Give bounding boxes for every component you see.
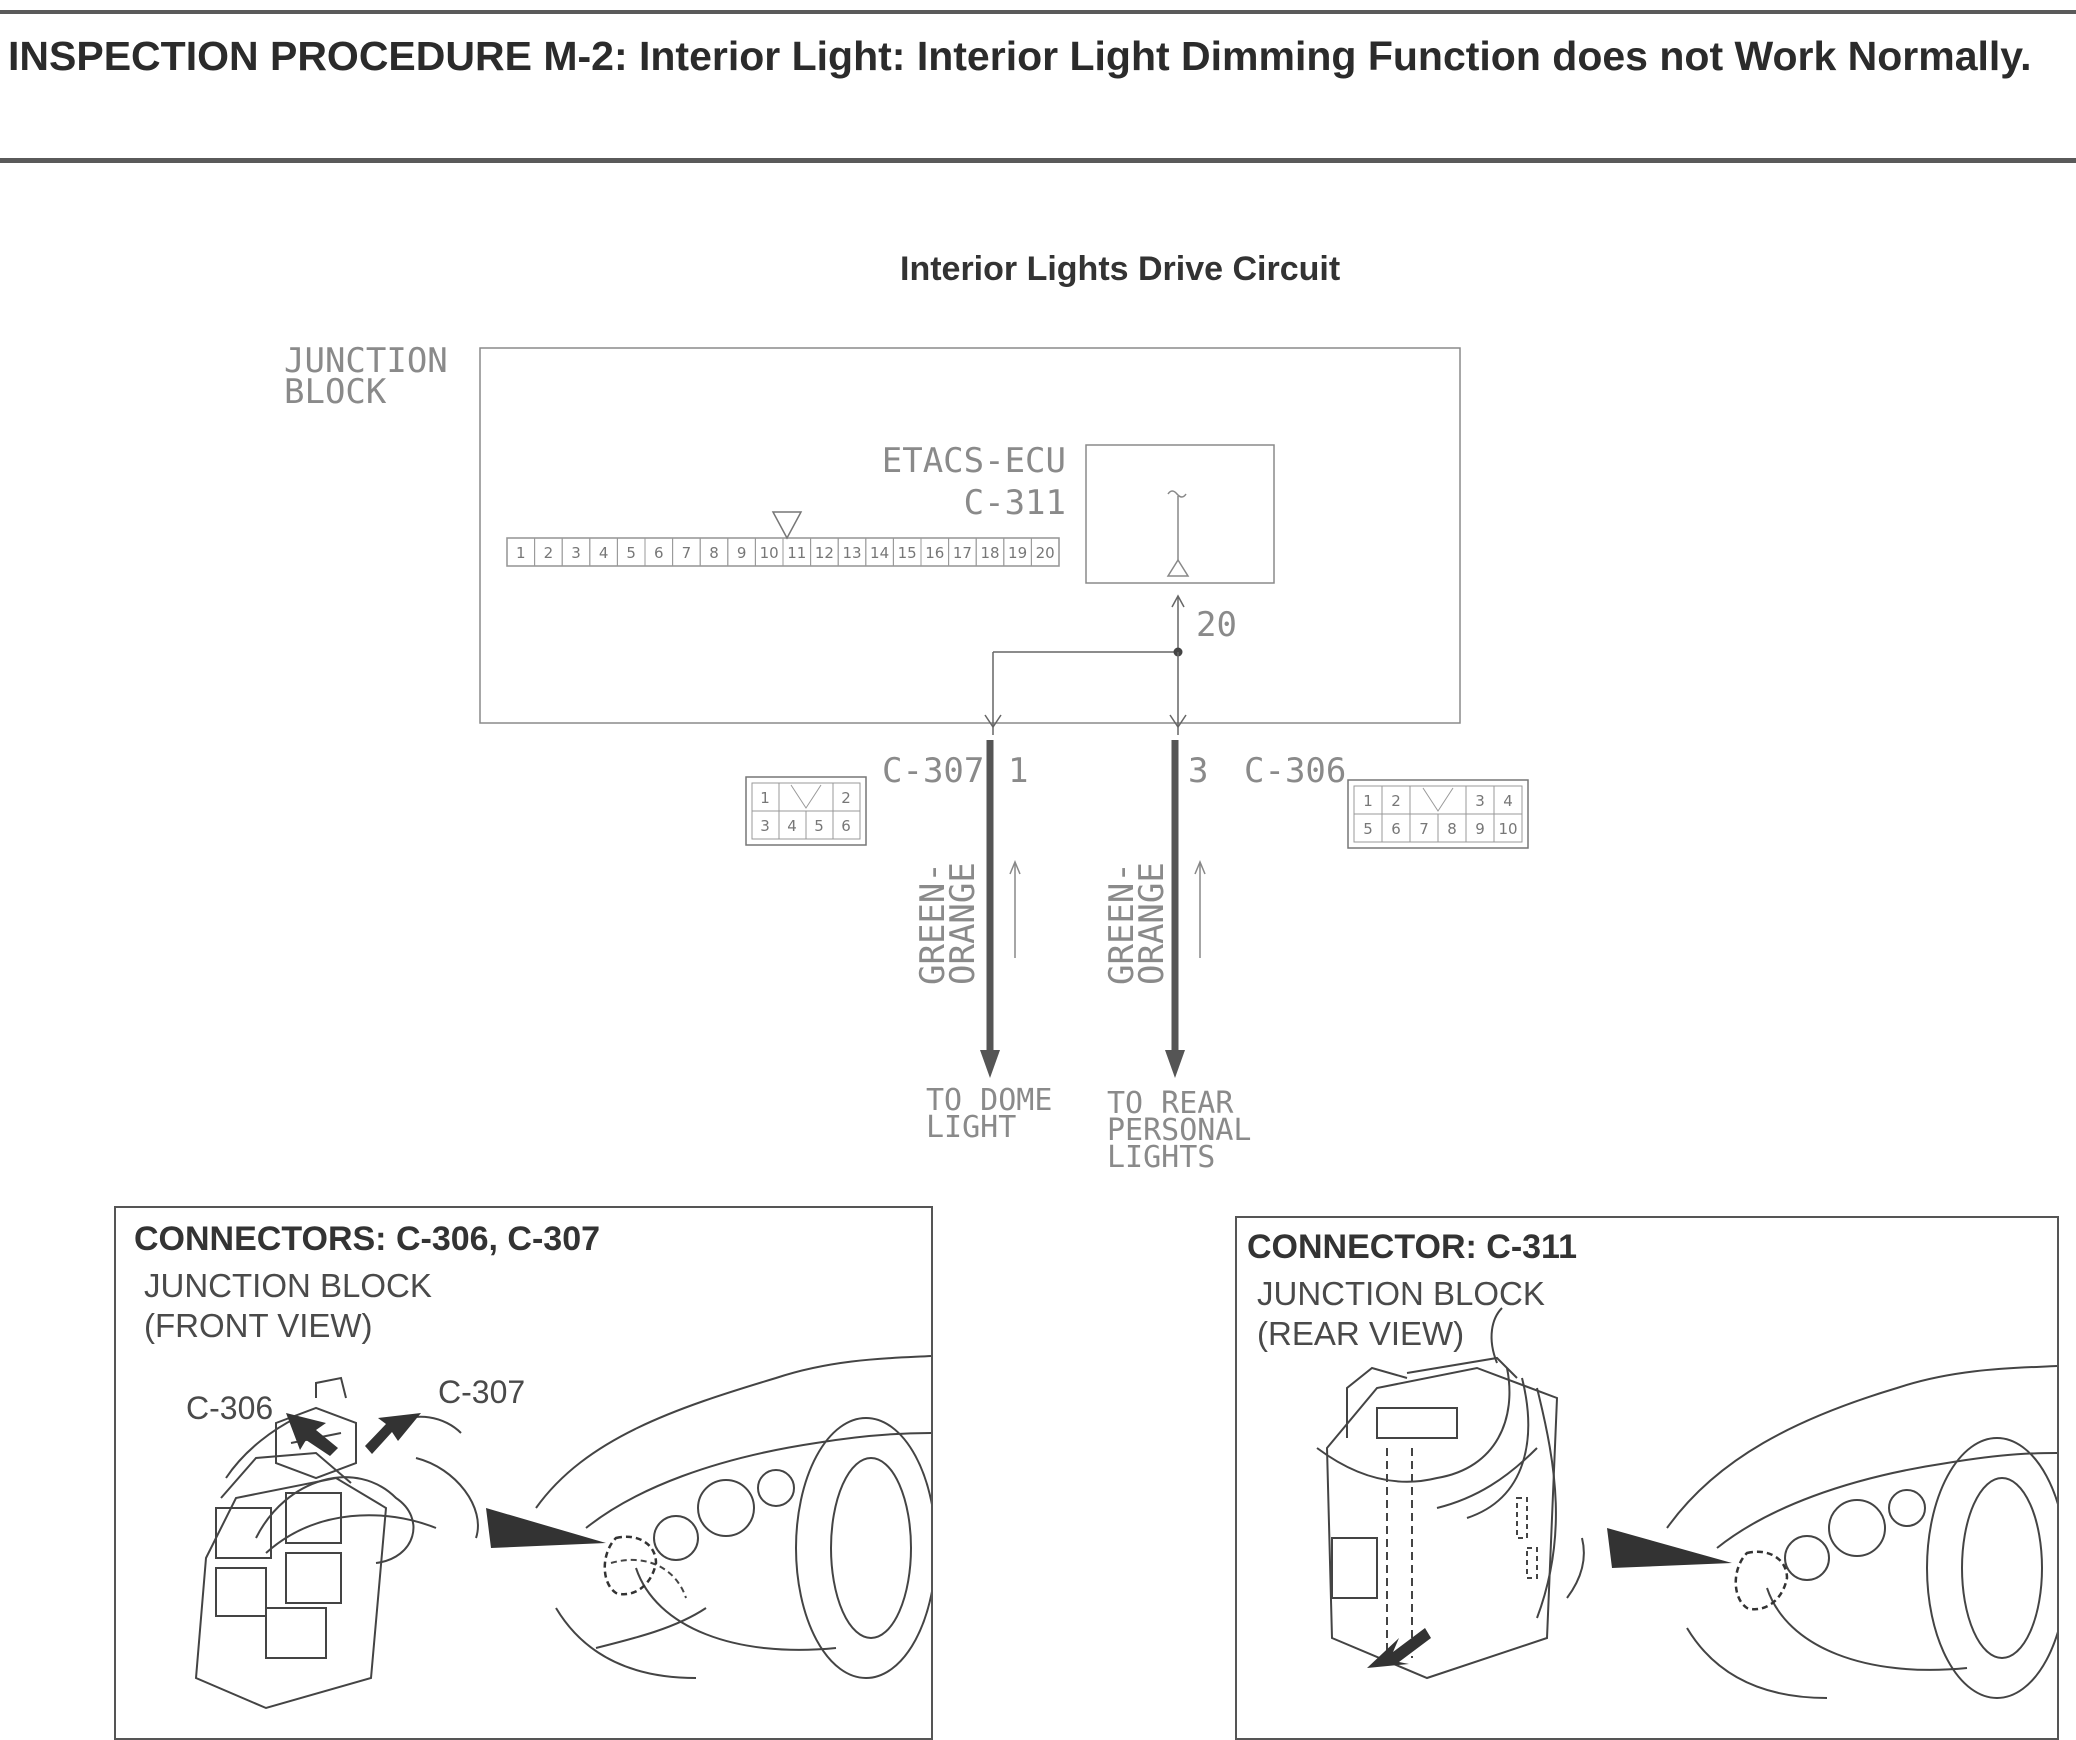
c307-pin: 1: [760, 789, 770, 807]
c311-pin: 6: [654, 544, 664, 562]
dest-rear-line2: PERSONAL: [1107, 1113, 1252, 1148]
rear-lights-arrowhead: [1165, 1050, 1185, 1078]
ecu-terminal-number: 20: [1196, 605, 1237, 645]
panel-left-subtitle-line1: JUNCTION BLOCK: [144, 1267, 432, 1304]
panel-right-heading: CONNECTOR: C-311: [1247, 1228, 1577, 1266]
c311-pin: 11: [787, 544, 806, 562]
wire-left-color-line2: ORANGE: [943, 862, 983, 985]
c307-pin: 6: [841, 817, 851, 835]
wire-left-color-label: GREEN- ORANGE: [913, 862, 983, 985]
c306-terminal: 3: [1188, 751, 1208, 791]
c306-pin: 8: [1447, 820, 1457, 838]
connector-location-panel-right: CONNECTOR: C-311 JUNCTION BLOCK (REAR VI…: [1235, 1216, 2059, 1740]
c311-pin: 15: [898, 544, 917, 562]
c306-pin: 4: [1503, 792, 1513, 810]
ecu-circuit-box: [1085, 444, 1275, 584]
junction-block-front-illustration: [194, 1355, 931, 1710]
connector-location-panel-left: CONNECTORS: C-306, C-307 JUNCTION BLOCK …: [114, 1206, 933, 1740]
c311-pin-cell: [1030, 537, 1060, 567]
c311-pin: 3: [571, 544, 581, 562]
c311-pin: 9: [737, 544, 747, 562]
panel-left-heading: CONNECTORS: C-306, C-307: [134, 1220, 601, 1258]
dest-dome-line1: TO DOME: [926, 1083, 1052, 1118]
ecu-label: ETACS-ECU: [882, 441, 1066, 481]
c307-pin: 2: [841, 789, 851, 807]
c311-pin: 10: [760, 544, 779, 562]
top-rule: [0, 10, 2076, 14]
current-arrow-right-head: [1194, 860, 1206, 875]
current-arrow-left-head: [1009, 860, 1021, 875]
c307-pin: 5: [814, 817, 824, 835]
diagram-title: Interior Lights Drive Circuit: [900, 250, 1341, 288]
junction-block-label-line1: JUNCTION: [284, 341, 448, 381]
c311-pin: 17: [953, 544, 972, 562]
c311-pin: 5: [626, 544, 636, 562]
dest-rear-line1: TO REAR: [1107, 1086, 1234, 1121]
dest-dome-line2: LIGHT: [926, 1110, 1016, 1145]
c306-pin: 6: [1391, 820, 1401, 838]
ecu-switch-symbol: [1167, 490, 1187, 498]
panel-left-subtitle-line2: (FRONT VIEW): [144, 1307, 373, 1344]
c307-pin: 3: [760, 817, 770, 835]
panel-right-subtitle-line1: JUNCTION BLOCK: [1257, 1275, 1545, 1312]
callout-c307: C-307: [438, 1374, 526, 1410]
c306-connector-face: 1 2 3 4 5 6 7 8 9 10: [1347, 779, 1529, 849]
page-title: INSPECTION PROCEDURE M-2: Interior Light…: [8, 33, 2032, 79]
c311-pin: 13: [842, 544, 861, 562]
c306-pin: 9: [1475, 820, 1485, 838]
c306-pin: 10: [1498, 820, 1517, 838]
c306-pin: 7: [1419, 820, 1429, 838]
c306-label: C-306: [1244, 751, 1346, 791]
junction-block-outline: [479, 347, 1461, 724]
c307-label: C-307: [882, 751, 984, 791]
c306-terminal-arrow: [1169, 714, 1187, 729]
ecu-driver-symbol: [1166, 558, 1190, 577]
c306-pin: 5: [1363, 820, 1373, 838]
c306-pin: 1: [1363, 792, 1373, 810]
ecu-connector-label: C-311: [964, 483, 1066, 523]
c311-pin: 20: [1036, 544, 1055, 562]
wire-right-color-line1: GREEN-: [1102, 862, 1142, 985]
c311-pin: 19: [1008, 544, 1027, 562]
ecu-output-arrow: [1171, 594, 1185, 608]
dest-rear-line3: LIGHTS: [1107, 1140, 1215, 1175]
callout-c306: C-306: [186, 1390, 274, 1426]
c311-pin: 1: [516, 544, 526, 562]
c311-pin: 12: [815, 544, 834, 562]
c311-key-marker: [771, 511, 803, 540]
wire-right-color-line2: ORANGE: [1132, 862, 1172, 985]
dome-light-arrowhead: [980, 1050, 1000, 1078]
c311-pin: 7: [682, 544, 692, 562]
panel-right-subtitle-line2: (REAR VIEW): [1257, 1315, 1465, 1352]
junction-block-rear-illustration: [1316, 1307, 2057, 1699]
c307-terminal: 1: [1008, 751, 1028, 791]
c306-pin: 2: [1391, 792, 1401, 810]
c306-pin: 3: [1475, 792, 1485, 810]
wire-right-color-label: GREEN- ORANGE: [1102, 862, 1172, 985]
c311-pin: 4: [599, 544, 609, 562]
c311-pin: 2: [544, 544, 554, 562]
c307-connector-face: 1 2 3 4 5 6: [745, 776, 867, 846]
c311-pin: 14: [870, 544, 889, 562]
c311-pin: 8: [709, 544, 719, 562]
c311-pin: 18: [980, 544, 999, 562]
c307-terminal-arrow: [984, 714, 1002, 729]
title-rule: [0, 158, 2076, 163]
junction-block-label-line2: BLOCK: [284, 372, 387, 412]
wire-left-color-line1: GREEN-: [913, 862, 953, 985]
c311-pin: 16: [925, 544, 944, 562]
c307-pin: 4: [787, 817, 797, 835]
